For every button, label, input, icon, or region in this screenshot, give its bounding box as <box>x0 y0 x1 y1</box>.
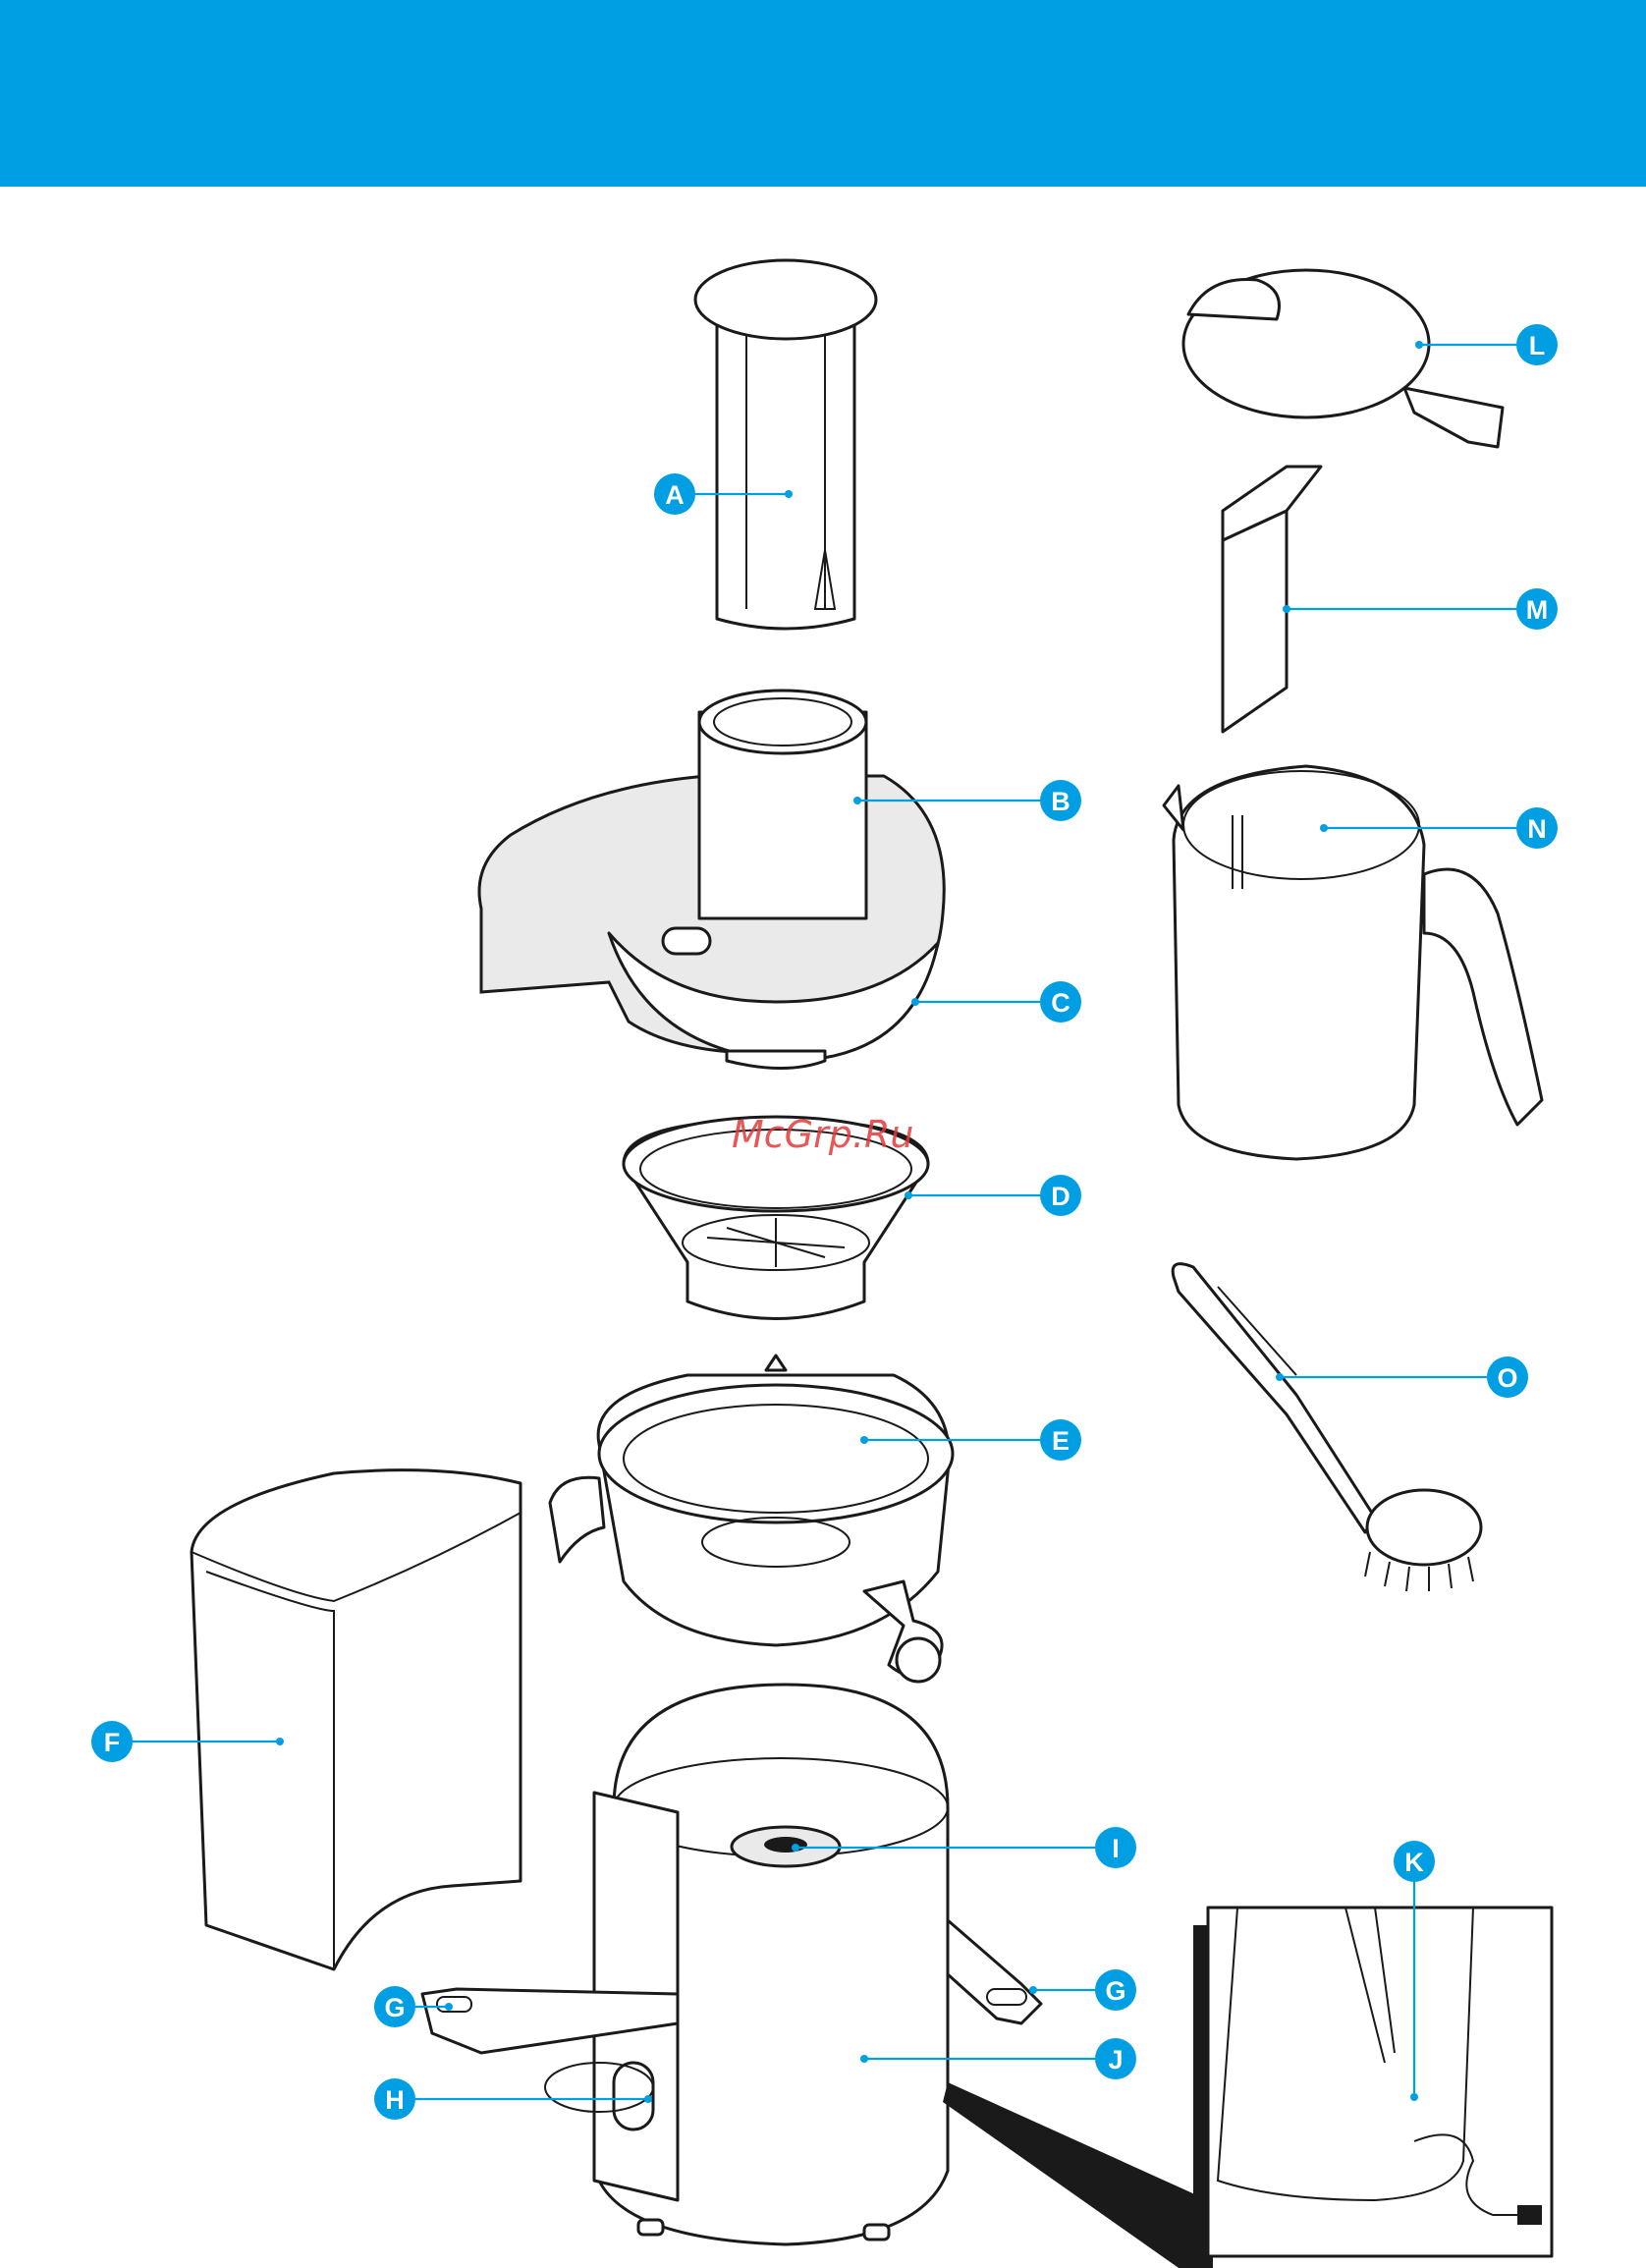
svg-text:B: B <box>1051 787 1070 816</box>
svg-text:J: J <box>1108 2045 1123 2074</box>
part-l-jug-lid <box>1183 270 1503 447</box>
svg-text:K: K <box>1404 1848 1424 1877</box>
svg-text:L: L <box>1529 331 1546 360</box>
svg-text:I: I <box>1112 1834 1120 1863</box>
part-e-juice-cover <box>550 1355 953 1682</box>
part-b-c-lid <box>479 691 944 1069</box>
svg-text:G: G <box>1105 1976 1125 2006</box>
badge-a: A <box>654 473 695 515</box>
part-n-juice-jug <box>1164 766 1542 1159</box>
badge-d: D <box>1040 1175 1081 1216</box>
svg-text:E: E <box>1052 1426 1070 1456</box>
part-k-cord-inset <box>943 1908 1552 2268</box>
svg-text:H: H <box>385 2085 405 2115</box>
badge-b: B <box>1040 780 1081 821</box>
part-m-froth-separator <box>1223 467 1321 732</box>
badge-h: H <box>374 2078 415 2120</box>
badge-c: C <box>1040 981 1081 1023</box>
watermark-text: McGrp.Ru <box>732 1113 913 1156</box>
svg-text:M: M <box>1526 595 1549 625</box>
svg-text:C: C <box>1051 988 1070 1018</box>
part-a-pusher <box>695 260 876 629</box>
badge-l: L <box>1516 324 1558 365</box>
badge-g-right: G <box>1095 1969 1136 2011</box>
svg-text:N: N <box>1527 814 1547 844</box>
svg-text:G: G <box>384 1993 405 2022</box>
badge-k: K <box>1394 1841 1435 1882</box>
badge-n: N <box>1516 807 1558 849</box>
badge-g-left: G <box>374 1986 415 2027</box>
svg-text:F: F <box>104 1728 121 1757</box>
svg-text:D: D <box>1051 1182 1070 1211</box>
badge-e: E <box>1040 1419 1081 1461</box>
badge-m: M <box>1516 588 1558 630</box>
badge-j: J <box>1095 2038 1136 2079</box>
badge-o: O <box>1487 1356 1528 1398</box>
svg-text:A: A <box>665 480 685 510</box>
badge-i: I <box>1095 1827 1136 1868</box>
part-o-cleaning-brush <box>1173 1264 1481 1591</box>
svg-text:O: O <box>1497 1363 1517 1393</box>
badge-f: F <box>91 1721 133 1762</box>
part-f-pulp-container <box>192 1470 521 1969</box>
